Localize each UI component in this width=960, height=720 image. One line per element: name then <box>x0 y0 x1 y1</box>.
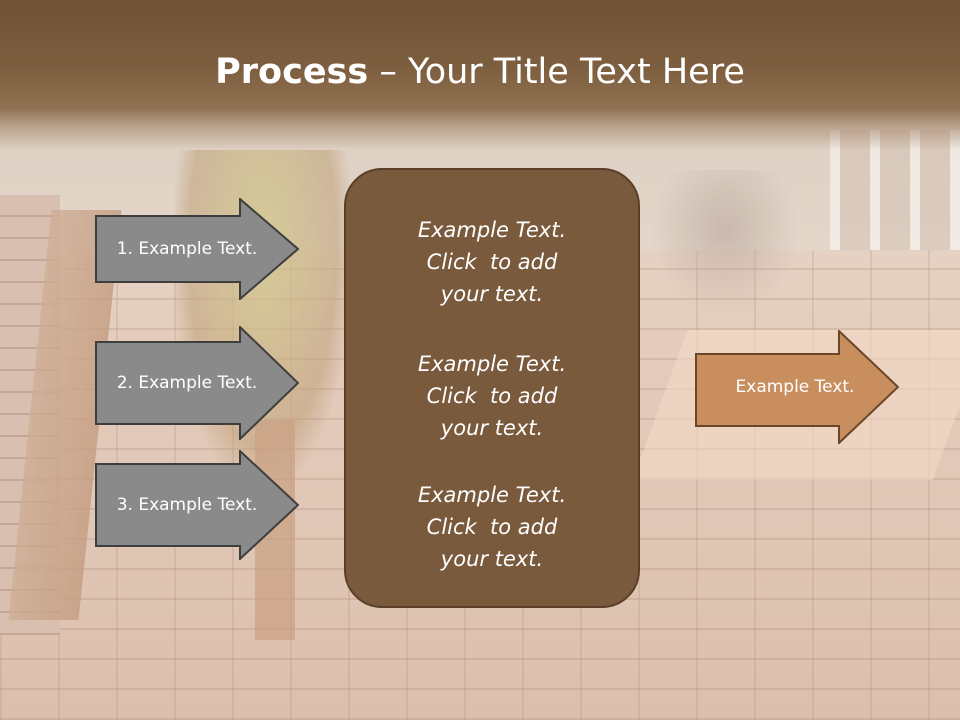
center-text-line: your text. <box>440 416 544 440</box>
seated-people-distant <box>650 170 800 320</box>
result-arrow[interactable]: Example Text. <box>695 330 899 444</box>
center-text-box[interactable]: Example Text. Click to add your text. Ex… <box>344 168 640 608</box>
slide-title[interactable]: Process – Your Title Text Here <box>0 52 960 92</box>
center-text-block-2[interactable]: Example Text. Click to add your text. <box>346 348 638 444</box>
center-text-block-1[interactable]: Example Text. Click to add your text. <box>346 214 638 310</box>
step-arrow-label: 2. Example Text. <box>116 373 258 393</box>
title-bold: Process <box>215 52 369 92</box>
step-arrow-2[interactable]: 2. Example Text. <box>95 326 299 440</box>
porch-columns <box>830 130 960 250</box>
center-text-line: Click to add <box>426 515 558 539</box>
arrow-shape <box>695 330 899 444</box>
title-band <box>0 0 960 150</box>
center-text-line: Example Text. <box>417 352 567 376</box>
step-arrow-label: 1. Example Text. <box>116 239 258 259</box>
step-arrow-1[interactable]: 1. Example Text. <box>95 198 299 300</box>
step-arrow-3[interactable]: 3. Example Text. <box>95 450 299 560</box>
center-text-line: Click to add <box>426 384 558 408</box>
step-arrow-label: 3. Example Text. <box>116 495 258 515</box>
title-rest: – Your Title Text Here <box>368 52 745 92</box>
arrow-shape <box>95 450 299 560</box>
arrow-shape <box>95 326 299 440</box>
arrow-shape <box>95 198 299 300</box>
center-text-line: Example Text. <box>417 218 567 242</box>
center-text-block-3[interactable]: Example Text. Click to add your text. <box>346 479 638 575</box>
result-arrow-label: Example Text. <box>735 377 855 397</box>
center-text-line: Click to add <box>426 250 558 274</box>
center-text-line: Example Text. <box>417 483 567 507</box>
center-text-line: your text. <box>440 282 544 306</box>
center-text-line: your text. <box>440 547 544 571</box>
